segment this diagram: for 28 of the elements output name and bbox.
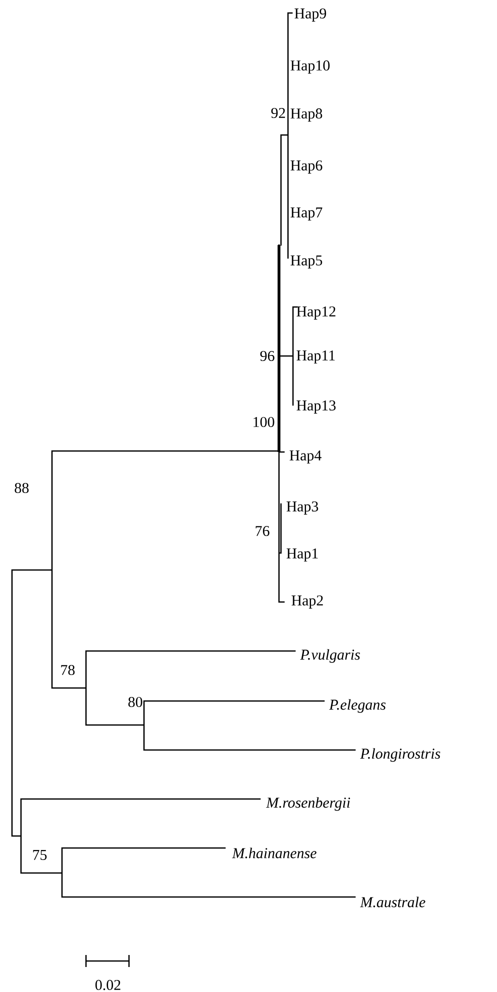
- bootstrap-value: 75: [33, 850, 47, 860]
- taxon-label: Hap10: [290, 60, 330, 74]
- scale-label: 0.02: [95, 980, 120, 990]
- bootstrap-value: 78: [61, 664, 75, 676]
- bootstrap-value: 80: [128, 696, 142, 708]
- taxon-label: Hap1: [286, 548, 318, 562]
- bootstrap-value: 92: [271, 108, 285, 118]
- taxon-label: M.hainanense: [232, 848, 316, 858]
- bootstrap-value: 100: [254, 416, 274, 428]
- taxon-label: M.rosenbergii: [266, 797, 350, 811]
- bootstrap-value: 96: [260, 350, 274, 362]
- taxon-label: Hap9: [294, 8, 326, 22]
- taxon-label: Hap4: [290, 450, 322, 464]
- taxon-label: P.elegans: [329, 699, 386, 713]
- taxon-label: Hap3: [286, 501, 318, 515]
- taxon-label: Hap5: [290, 256, 322, 269]
- taxon-label: Hap8: [290, 108, 322, 122]
- taxon-label: Hap13: [296, 400, 336, 414]
- taxon-label: P.vulgaris: [300, 649, 360, 663]
- bootstrap-value: 88: [14, 482, 29, 494]
- taxon-label: Hap2: [292, 595, 323, 609]
- taxon-label: Hap11: [296, 350, 335, 364]
- bootstrap-value: 76: [256, 526, 270, 536]
- taxon-label: Hap7: [290, 208, 322, 221]
- taxon-label: P.longirostris: [360, 748, 440, 762]
- taxon-label: Hap12: [296, 306, 336, 320]
- taxon-label: M.australe: [360, 896, 426, 908]
- taxon-label: Hap6: [290, 160, 322, 174]
